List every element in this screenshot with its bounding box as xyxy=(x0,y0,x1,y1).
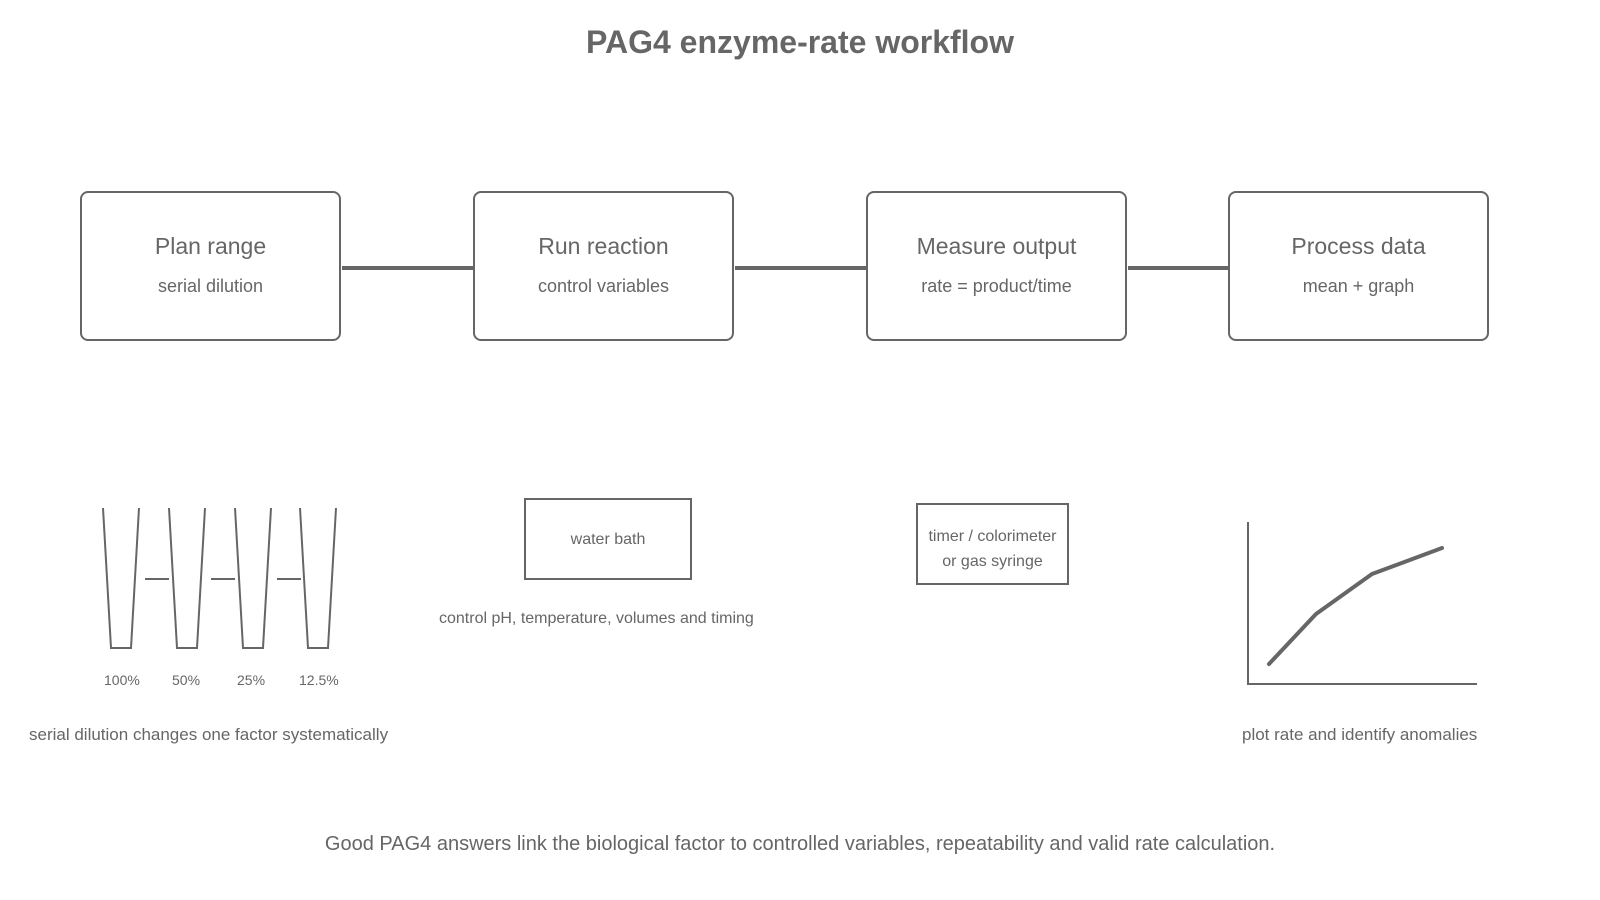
footer-note: Good PAG4 answers link the biological fa… xyxy=(324,833,1276,855)
measurement-box: timer / colorimeter or gas syringe xyxy=(916,503,1069,585)
dilution-caption: serial dilution changes one factor syste… xyxy=(29,725,389,744)
tube-1-icon xyxy=(102,507,140,649)
measurement-line-2: or gas syringe xyxy=(942,553,1043,570)
tube-label: 100% xyxy=(104,672,140,688)
tube-label: 50% xyxy=(172,672,201,688)
diagram-title: PAG4 enzyme-rate workflow xyxy=(586,24,1014,60)
step-process-data: Process data mean + graph xyxy=(1228,191,1489,341)
rate-graph-icon xyxy=(1247,522,1477,685)
step-title: Process data xyxy=(1291,233,1426,259)
graph-caption: plot rate and identify anomalies xyxy=(1242,725,1478,744)
graph-curve xyxy=(1267,546,1444,666)
step-title: Plan range xyxy=(154,233,267,259)
step-run-reaction: Run reaction control variables xyxy=(473,191,734,341)
step-title: Run reaction xyxy=(538,233,669,259)
tube-label: 25% xyxy=(237,672,266,688)
water-bath-box: water bath xyxy=(524,498,692,580)
step-subtitle: serial dilution xyxy=(157,276,264,296)
step-subtitle: control variables xyxy=(537,276,670,296)
step-plan-range: Plan range serial dilution xyxy=(80,191,341,341)
reaction-caption: control pH, temperature, volumes and tim… xyxy=(439,610,754,627)
water-bath-label: water bath xyxy=(570,531,646,548)
tube-label: 12.5% xyxy=(299,672,339,688)
step-title: Measure output xyxy=(916,233,1077,259)
connector-1-2 xyxy=(342,266,476,270)
connector-2-3 xyxy=(735,266,869,270)
serial-dilution-tubes-icon xyxy=(102,507,337,649)
tube-2-icon xyxy=(168,507,206,649)
step-subtitle: mean + graph xyxy=(1302,276,1415,296)
step-subtitle: rate = product/time xyxy=(921,276,1072,296)
measurement-line-1: timer / colorimeter xyxy=(928,528,1057,545)
step-measure-output: Measure output rate = product/time xyxy=(866,191,1127,341)
tube-3-icon xyxy=(234,507,272,649)
tube-4-icon xyxy=(299,507,337,649)
connector-3-4 xyxy=(1128,266,1229,270)
